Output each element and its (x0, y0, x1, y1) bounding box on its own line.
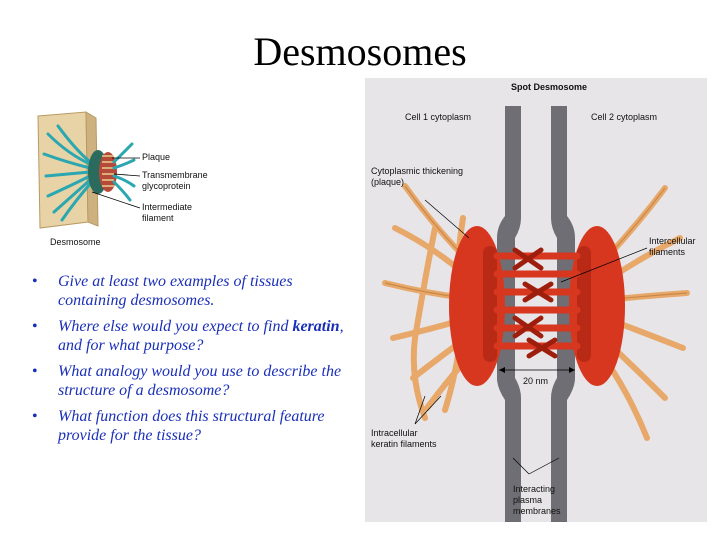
spot-desmosome-heading: Spot Desmosome (511, 82, 588, 92)
small-desmosome-figure: Plaque Transmembrane glycoprotein Interm… (28, 104, 248, 254)
intercellular-filaments-label-line1: Intercellular (649, 236, 696, 246)
question-text: Give at least two examples of tissues co… (58, 273, 293, 309)
question-item: What analogy would you use to describe t… (30, 362, 360, 400)
plaque-label: Plaque (142, 152, 171, 162)
intracellular-keratin-label-line2: keratin filaments (371, 439, 437, 449)
desmosome-caption: Desmosome (50, 237, 101, 247)
spot-desmosome-figure: Spot Desmosome Cell 1 cytoplasm Cell 2 c… (365, 78, 707, 522)
intercellular-filaments-label-line2: filaments (649, 247, 686, 257)
transmembrane-label-line1: Transmembrane (142, 170, 208, 180)
plaque-thickening-label-line1: Cytoplasmic thickening (371, 166, 464, 176)
plasma-membranes-label-line2: plasma (513, 495, 543, 505)
intermediate-filament-label-line1: Intermediate (142, 202, 193, 212)
cell1-label: Cell 1 cytoplasm (405, 112, 472, 122)
question-item: Give at least two examples of tissues co… (30, 272, 360, 310)
keratin-term: keratin (292, 318, 340, 335)
spot-desmosome-illustration (382, 106, 690, 522)
slide-title: Desmosomes (253, 29, 467, 74)
gap-width-label: 20 nm (523, 376, 549, 386)
transmembrane-label-line2: glycoprotein (142, 181, 191, 191)
intracellular-keratin-label-line1: Intracellular (371, 428, 418, 438)
small-desmosome-illustration (37, 111, 141, 229)
question-list: Give at least two examples of tissues co… (30, 272, 360, 452)
question-text: What function does this structural featu… (58, 408, 325, 444)
plaque-thickening-label-line2: (plaque) (371, 177, 405, 187)
question-item: What function does this structural featu… (30, 407, 360, 445)
plasma-membranes-label-line1: Interacting (513, 484, 556, 494)
intermediate-filament-label-line2: filament (142, 213, 174, 223)
question-text-pre: Where else would you expect to find (58, 318, 293, 335)
cell2-label: Cell 2 cytoplasm (591, 112, 658, 122)
question-item: Where else would you expect to find kera… (30, 317, 360, 355)
plasma-membranes-label-line3: membranes (513, 506, 561, 516)
question-text: What analogy would you use to describe t… (58, 363, 342, 399)
question-text-post: , and for what purpose? (58, 318, 344, 354)
